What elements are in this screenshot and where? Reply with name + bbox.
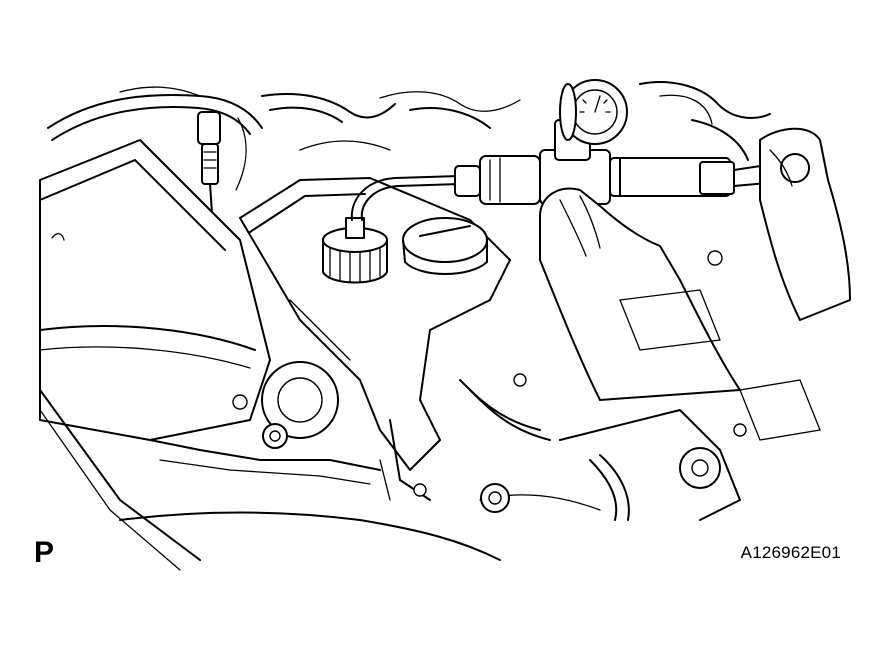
reservoir-cap xyxy=(322,217,388,284)
lower-engine xyxy=(119,250,821,561)
upper-hoses xyxy=(47,81,771,191)
figure-id-label: A126962E01 xyxy=(740,543,841,562)
right-hand xyxy=(759,127,851,321)
air-cleaner-box xyxy=(39,139,271,571)
oil-filler-cap xyxy=(402,217,488,275)
radiator-cap-tester xyxy=(454,79,801,205)
view-code-label: P xyxy=(34,536,55,569)
left-hand xyxy=(539,187,741,401)
tester-hose xyxy=(350,175,461,221)
